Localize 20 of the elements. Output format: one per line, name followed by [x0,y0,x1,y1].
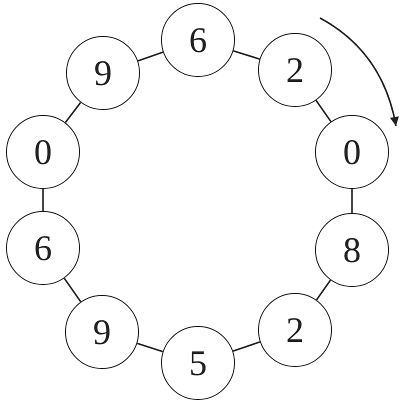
digit: 2 [286,312,304,348]
connector-line [64,102,82,123]
connector-line [138,51,164,62]
digit: 0 [343,134,361,170]
connector-line [351,189,353,213]
connector-line [316,280,332,300]
connector-line [233,50,260,60]
digit: 2 [286,52,304,88]
connector-line [315,100,332,122]
digit: 0 [34,134,52,170]
digit: 5 [189,345,207,381]
connector-line [232,341,260,352]
digit: 6 [34,230,52,266]
connector-line [64,278,82,302]
digit: 8 [343,232,361,268]
connector-line [136,342,164,352]
digit: 6 [189,22,207,58]
digit: 9 [94,55,112,91]
digit: 9 [93,314,111,350]
connector-line [42,189,44,211]
